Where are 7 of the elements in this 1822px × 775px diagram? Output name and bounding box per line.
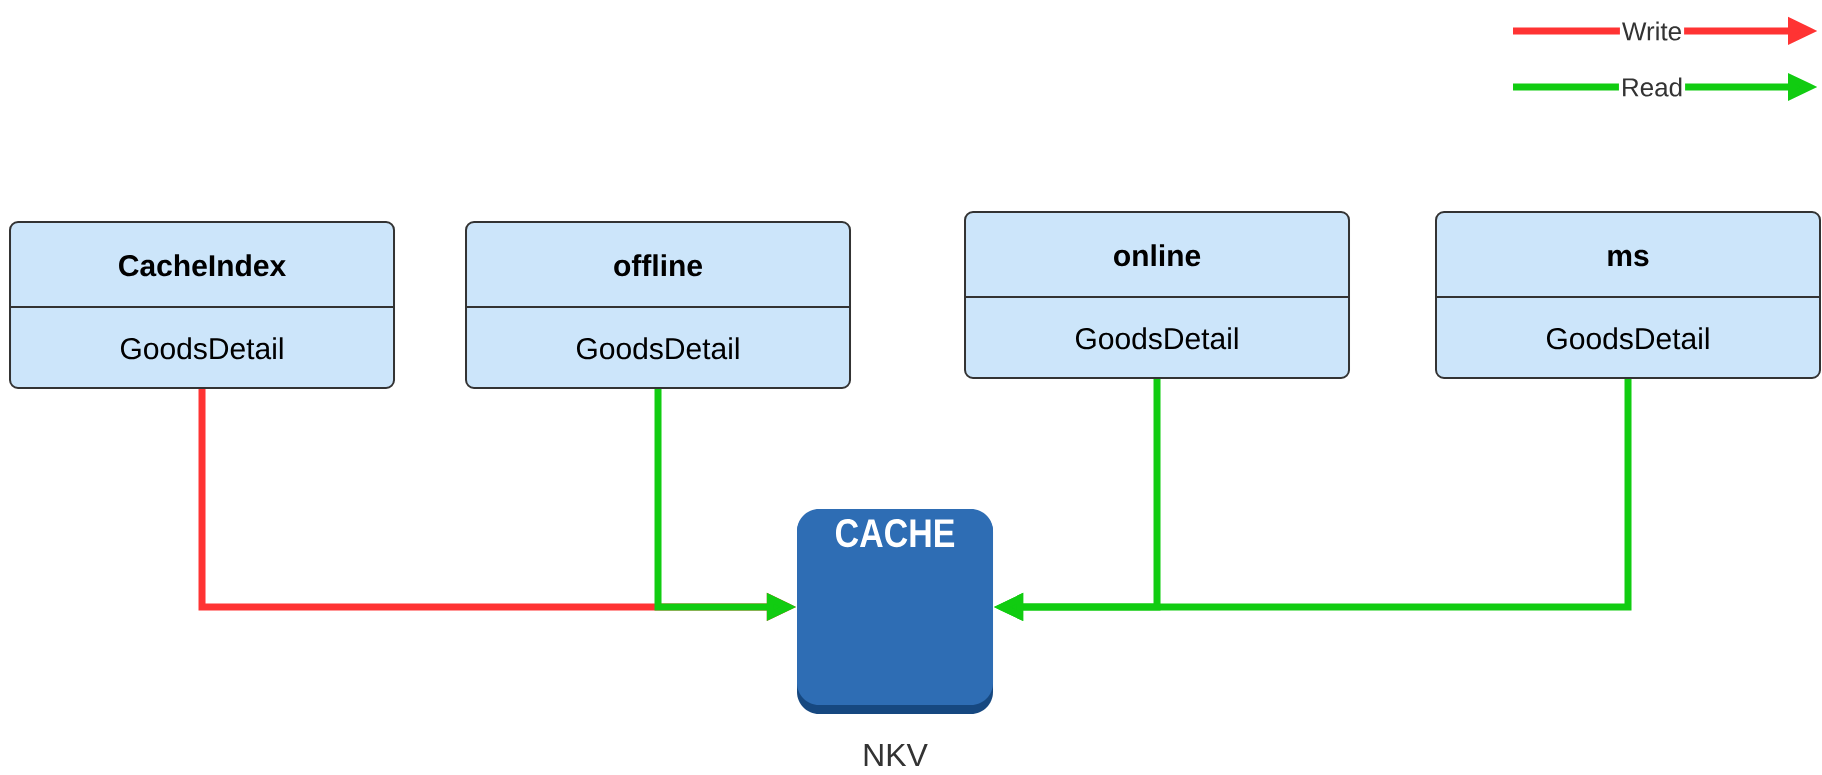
- legend-text: Read: [1618, 76, 1686, 98]
- class-box: CacheIndex GoodsDetail: [9, 221, 395, 389]
- class-box: offline GoodsDetail: [465, 221, 851, 389]
- class-box: online GoodsDetail: [964, 211, 1350, 379]
- legend-text: Write: [1619, 20, 1685, 42]
- class-box: ms GoodsDetail: [1435, 211, 1821, 379]
- caption-text: NKV: [864, 744, 928, 766]
